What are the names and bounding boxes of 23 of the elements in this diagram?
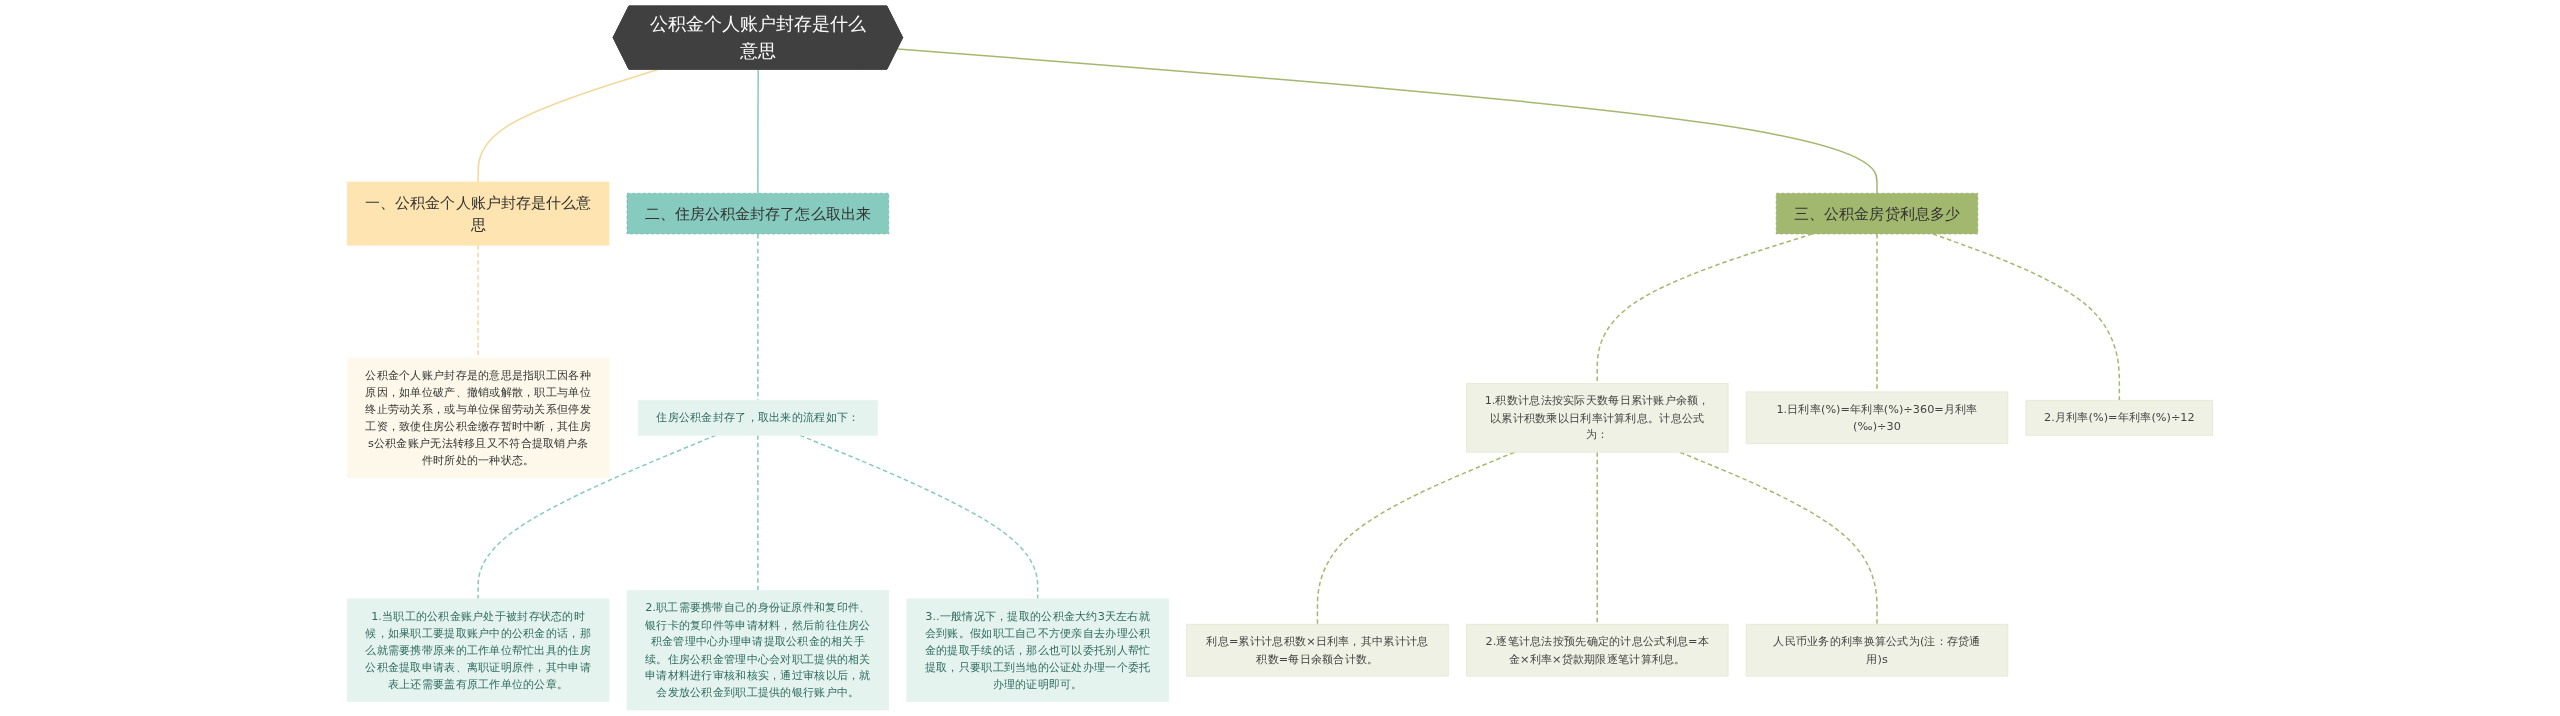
connector [799, 434, 1039, 600]
node-box: 二、住房公积金封存了怎么取出来 [626, 192, 890, 235]
node-box: 公积金个人账户封存是的意思是指职工因各种原因，如单位破产、撤销或解散，职工与单位终止劳动关系，或与单位保留劳动关系但停发工资，致使住房公积金缴存暂时中断，其住房s公积金账户无法转移且又不符合提取销户条件时所处的一种状态。 [346, 357, 610, 478]
connector [896, 48, 1878, 195]
node-box: 2.职工需要携带自己的身份证原件和复印件、银行卡的复印件等申请材料，然后前往住房公积金管理中心办理申请提取公积金的相关手续。住房公积金管理中心会对职工提供的相关申请材料进行审核和核实，通过审核以后，就会发放公积金到职工提供的银行账户中。 [626, 590, 890, 711]
connector [477, 434, 717, 600]
connector [1596, 451, 1598, 625]
node-box: 1.当职工的公积金账户处于被封存状态的时候，如果职工要提取账户中的公积金的话，那么就需要携带原来的工作单位帮忙出具的住房公积金提取申请表、离职证明原件，其中申请表上还需要盖有原工作单位的公章。 [346, 598, 610, 702]
node-box: 三、公积金房贷利息多少 [1775, 192, 1979, 235]
connector [477, 68, 659, 183]
node-box: 一、公积金个人账户封存是什么意思 [346, 181, 610, 246]
node-box: 人民币业务的利率换算公式为(注：存贷通用)s [1745, 623, 2009, 677]
node-box: 1.日利率(%)=年利率(%)÷360=月利率(‰)÷30 [1745, 391, 2009, 445]
node-box: 住房公积金封存了，取出来的流程如下： [637, 399, 878, 436]
node-box: 2.逐笔计息法按预先确定的计息公式利息=本金×利率×贷款期限逐笔计算利息。 [1465, 623, 1729, 677]
connector [757, 68, 759, 195]
connector [1932, 233, 2121, 402]
connector [1679, 451, 1878, 625]
connector [757, 434, 759, 592]
node-box: 2.月利率(%)=年利率(%)÷12 [2025, 399, 2214, 436]
node-box: 1.积数计息法按实际天数每日累计账户余额，以累计积数乘以日利率计算利息。计息公式为： [1465, 383, 1729, 453]
node-box: 利息=累计计息积数×日利率，其中累计计息积数=每日余额合计数。 [1186, 623, 1449, 677]
node-box: 3..一般情况下，提取的公积金大约3天左右就会到账。假如职工自己不方便亲自去办理公积金的提取手续的话，那么也可以委托别人帮忙提取，只要职工到当地的公证处办理一个委托办理的证明即可。 [906, 598, 1169, 702]
